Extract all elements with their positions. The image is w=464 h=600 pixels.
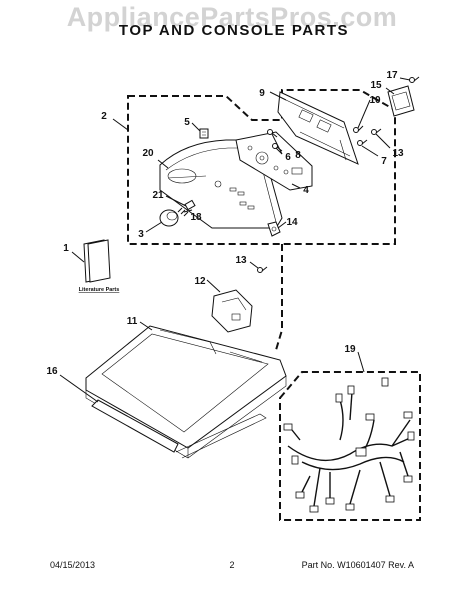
- callout-8: 8: [295, 150, 301, 161]
- watermark: AppliancePartsPros.com: [67, 2, 398, 32]
- console-rear-panel: [277, 91, 359, 165]
- callout-20: 20: [142, 148, 154, 159]
- washer-top: [85, 325, 287, 459]
- callout-12: 12: [194, 276, 206, 287]
- callout-13-upper: 13: [392, 148, 404, 159]
- wire-harness-boundary: [279, 371, 421, 521]
- callout-10: 10: [369, 95, 381, 106]
- callout-7: 7: [381, 156, 387, 167]
- ui-screw: [267, 129, 278, 138]
- badge-screw: [409, 76, 420, 83]
- callout-9: 9: [259, 88, 265, 99]
- page-title: TOP AND CONSOLE PARTS: [119, 22, 349, 39]
- screw-13-lower: [257, 266, 268, 273]
- wire-harness: [283, 377, 415, 513]
- callout-2: 2: [101, 111, 107, 122]
- literature-parts: [83, 239, 111, 283]
- callout-3: 3: [138, 229, 144, 240]
- callout-11: 11: [127, 316, 138, 327]
- lid-lock: [211, 289, 253, 333]
- console-end-bracket: [267, 221, 281, 237]
- knob-clip: [184, 199, 196, 211]
- knob-spring: [177, 207, 189, 217]
- screw-7: [357, 139, 368, 146]
- literature-parts-label: Literature Parts: [79, 287, 120, 293]
- callout-16: 16: [46, 366, 58, 377]
- console-clip: [199, 128, 209, 139]
- callout-5: 5: [184, 117, 190, 128]
- callout-17: 17: [386, 70, 398, 81]
- user-interface-board: [235, 131, 313, 191]
- callout-19: 19: [344, 344, 356, 355]
- rear-panel-screw: [353, 125, 364, 133]
- callout-leaders: [59, 77, 411, 403]
- selector-knob: [159, 209, 179, 227]
- footer-page-number: 2: [229, 560, 234, 570]
- callout-13-lower: 13: [235, 255, 247, 266]
- callout-6: 6: [285, 152, 291, 163]
- logo-badge: [387, 85, 415, 117]
- callout-18: 18: [190, 212, 202, 223]
- console-leader-dashed: [275, 244, 283, 351]
- footer-part-number: Part No. W10601407 Rev. A: [302, 560, 414, 570]
- top-gasket: [91, 399, 267, 459]
- console-assembly-boundary: [127, 89, 396, 245]
- callout-21: 21: [152, 190, 164, 201]
- callout-15: 15: [370, 80, 382, 91]
- footer-date: 04/15/2013: [50, 560, 95, 570]
- callout-1: 1: [63, 243, 69, 254]
- callout-4: 4: [303, 185, 309, 196]
- screw-13-upper: [371, 128, 382, 135]
- callout-14: 14: [286, 217, 298, 228]
